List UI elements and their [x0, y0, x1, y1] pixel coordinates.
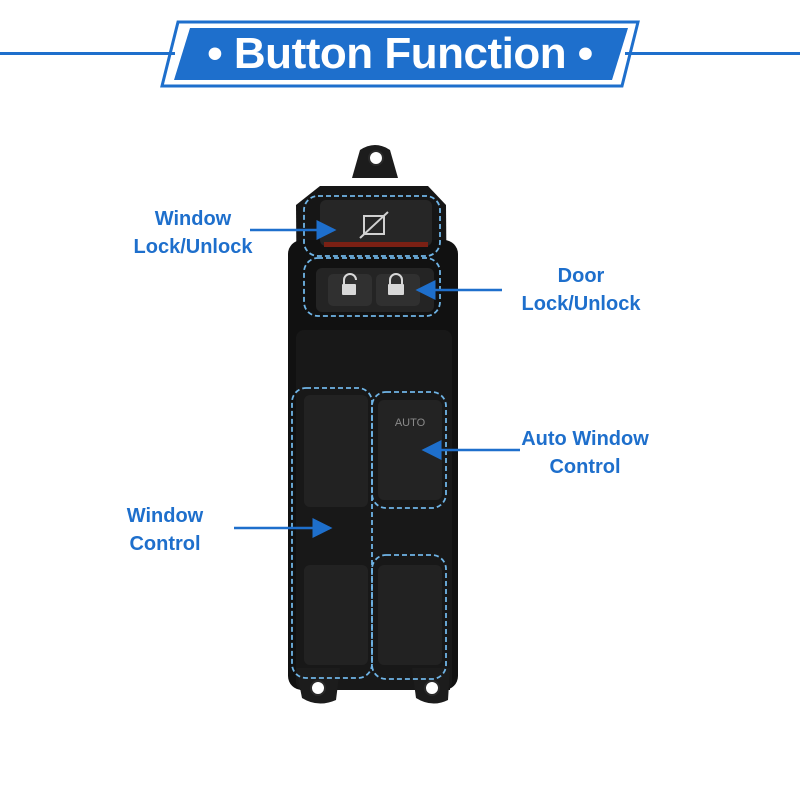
banner-line-left — [0, 52, 175, 55]
window-lock-icon — [359, 211, 389, 239]
bottom-hole-left — [310, 680, 326, 696]
label-window-control: Window Control — [100, 502, 230, 558]
unlock-padlock-icon — [342, 273, 357, 295]
banner-line-right — [625, 52, 800, 55]
page-title: • Button Function • — [207, 29, 593, 78]
driver-auto-window-switch — [378, 400, 442, 500]
label-line: Window — [126, 505, 204, 527]
auto-label: AUTO — [395, 417, 426, 429]
top-mount-hole — [368, 150, 384, 166]
label-line: Control — [549, 456, 621, 478]
left-window-switch-rear — [304, 565, 368, 665]
window-lock-red-strip — [324, 242, 428, 247]
label-line: Window — [154, 208, 232, 230]
highlight-window-control — [291, 387, 373, 679]
highlight-auto-window — [371, 391, 447, 509]
label-door-lock-unlock: Door Lock/Unlock — [506, 262, 656, 318]
label-line: Auto Window — [521, 428, 649, 450]
label-line: Door — [557, 265, 605, 287]
highlight-window-lock — [303, 195, 441, 257]
title-banner: • Button Function • — [160, 20, 640, 88]
right-window-switch-rear — [378, 565, 442, 665]
label-window-lock-unlock: Window Lock/Unlock — [118, 205, 268, 261]
label-line: Lock/Unlock — [521, 293, 641, 315]
highlight-rear-window — [371, 554, 447, 680]
bottom-hole-right — [424, 680, 440, 696]
left-window-switch-front — [304, 395, 368, 507]
label-line: Control — [129, 533, 201, 555]
label-line: Lock/Unlock — [133, 236, 253, 258]
banner-shape — [160, 20, 640, 88]
label-auto-window-control: Auto Window Control — [510, 425, 660, 481]
highlight-door-lock — [303, 257, 441, 317]
lock-padlock-icon — [388, 273, 404, 295]
